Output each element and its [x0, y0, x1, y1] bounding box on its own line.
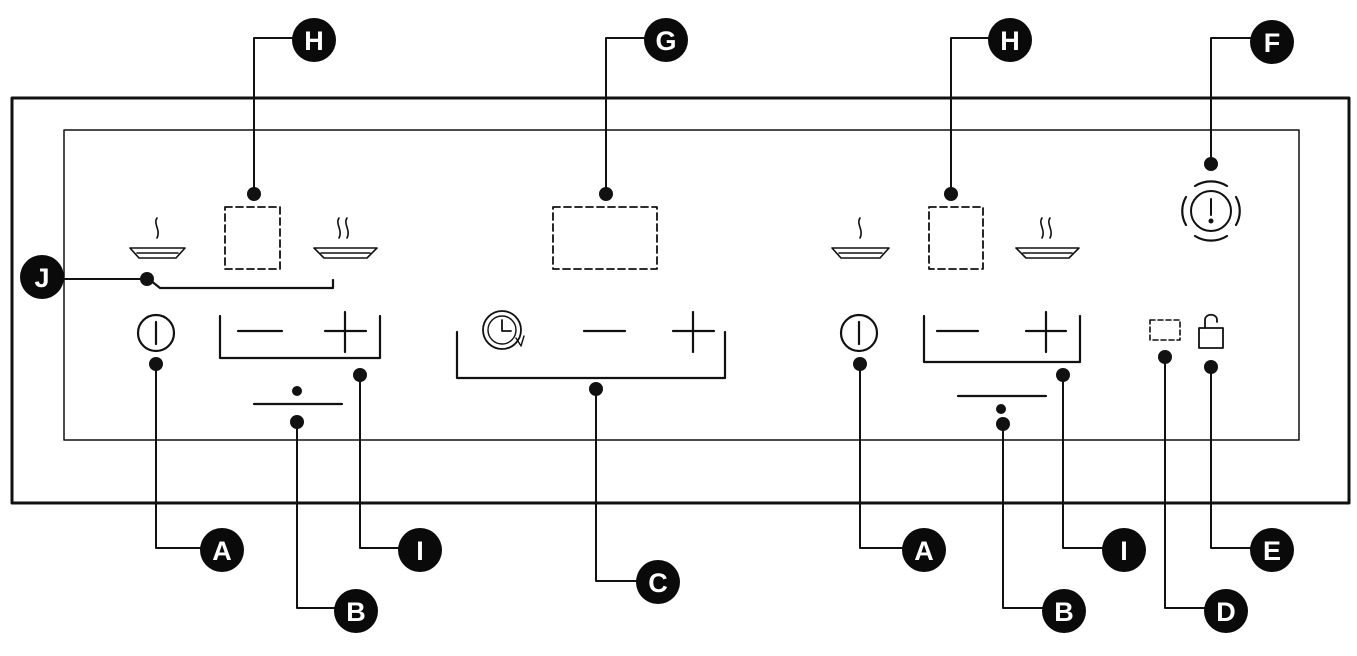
power-level-bracket-left	[218, 314, 382, 360]
callout-h-right: H	[988, 18, 1032, 62]
power-button-right[interactable]	[839, 313, 879, 353]
timer-display	[552, 206, 658, 270]
callout-j: J	[20, 255, 64, 299]
callout-b-right-text: B	[1054, 597, 1074, 627]
power-icon[interactable]	[136, 313, 176, 353]
callout-h-right-text: H	[1000, 26, 1020, 56]
warning-icon	[1181, 180, 1241, 242]
callout-i-right: I	[1102, 528, 1146, 572]
power-level-bracket-right	[922, 314, 1082, 364]
heat-indicator-bracket-left	[148, 278, 335, 290]
callout-g-text: G	[655, 26, 676, 56]
panel-outer-frame	[10, 96, 1351, 505]
power-icon-right[interactable]	[839, 313, 879, 353]
zone-display-right	[928, 206, 984, 270]
zone-display-left	[224, 206, 281, 270]
pan-low-heat-icon	[129, 217, 186, 259]
lock-icon[interactable]	[1198, 313, 1224, 349]
callout-b-left-text: B	[346, 597, 366, 627]
callout-h-left: H	[292, 18, 336, 62]
timer-button[interactable]	[482, 310, 525, 350]
callout-a-left: A	[200, 528, 244, 572]
callout-f: F	[1250, 20, 1294, 64]
callout-b-left: B	[334, 589, 378, 633]
callout-h-left-text: H	[304, 26, 324, 56]
callout-b-right: B	[1042, 589, 1086, 633]
callout-i-right-text: I	[1120, 536, 1128, 566]
callout-i-left-text: I	[416, 536, 424, 566]
timer-plus-button[interactable]	[671, 310, 716, 354]
pan-high-heat-icon-right	[1015, 217, 1080, 259]
callout-a-right: A	[902, 528, 946, 572]
timer-controls-bracket	[455, 330, 727, 380]
pan-high-heat-icon	[313, 217, 378, 259]
panel-inner-frame	[63, 129, 1300, 441]
callout-f-text: F	[1264, 28, 1281, 58]
indicator-light-icon-right	[996, 404, 1006, 414]
lock-indicator-display	[1149, 319, 1181, 341]
leader-dots	[140, 157, 1218, 431]
plus-button-right[interactable]	[1024, 310, 1068, 354]
leader-lines	[61, 37, 1263, 609]
timer-icon[interactable]	[482, 310, 522, 350]
power-button-left[interactable]	[136, 313, 176, 353]
callout-d-text: D	[1216, 597, 1236, 627]
callout-g: G	[644, 18, 688, 62]
callout-a-right-text: A	[914, 536, 934, 566]
pan-low-heat-icon-right	[831, 217, 890, 259]
callout-e-text: E	[1263, 536, 1281, 566]
callout-c-text: C	[648, 568, 668, 598]
plus-button-left[interactable]	[323, 310, 368, 354]
callout-a-left-text: A	[212, 536, 232, 566]
callout-e: E	[1250, 528, 1294, 572]
callout-i-left: I	[398, 528, 442, 572]
callout-d: D	[1204, 589, 1248, 633]
callout-j-text: J	[34, 263, 49, 293]
callout-c: C	[636, 560, 680, 604]
indicator-light-icon	[292, 386, 302, 396]
